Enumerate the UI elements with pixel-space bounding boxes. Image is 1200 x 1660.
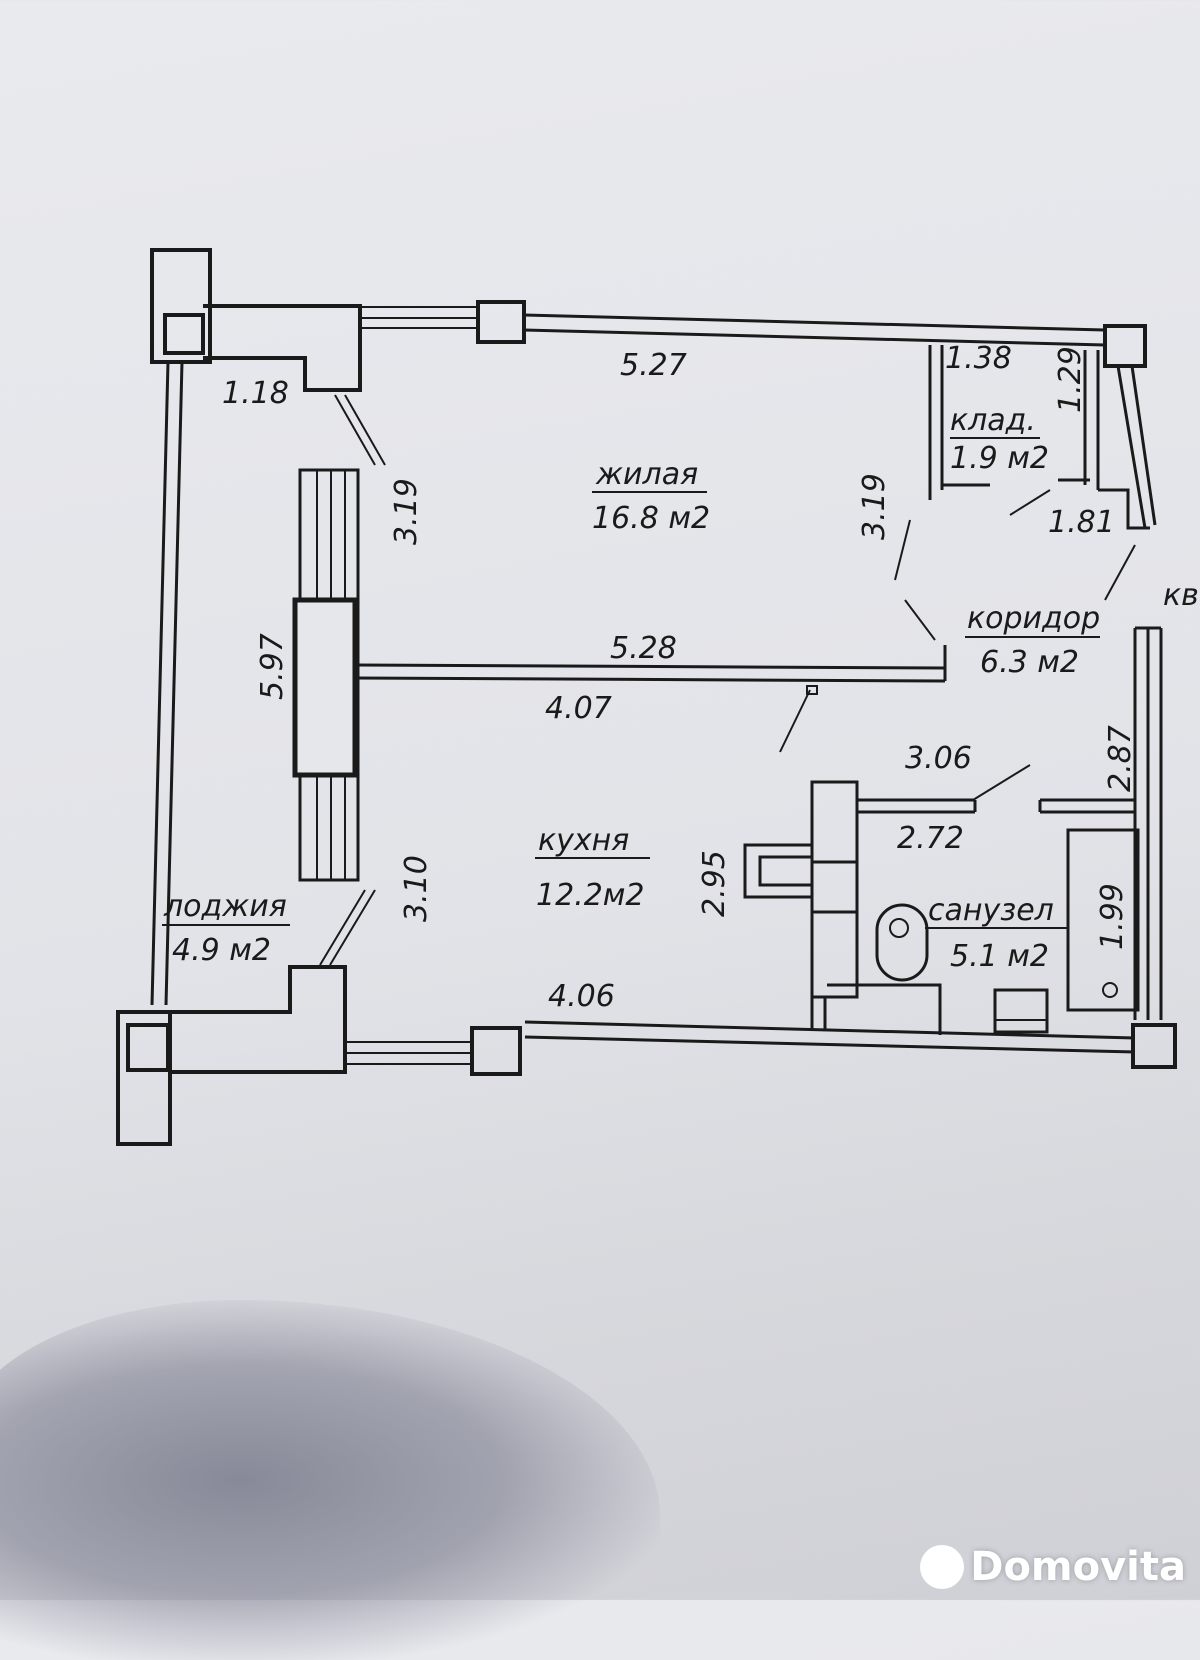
dim-287: 2.87 xyxy=(1103,725,1138,792)
dim-272: 2.72 xyxy=(897,821,964,856)
wall-pier xyxy=(292,597,358,778)
wall-top-1 xyxy=(523,313,1106,332)
door-loggia-1 xyxy=(319,889,366,966)
room-living-area: 16.8 м2 xyxy=(592,501,710,536)
dim-310: 3.10 xyxy=(399,855,434,922)
floor-plan: жилая 16.8 м2 клад. 1.9 м2 коридор 6.3 м… xyxy=(116,248,1199,1146)
column-top-left-inner xyxy=(163,313,205,355)
dim-181: 1.81 xyxy=(1048,505,1115,540)
room-loggia-name: лоджия xyxy=(163,889,287,924)
door-top-left-1 xyxy=(334,394,376,466)
dim-407: 4.07 xyxy=(545,691,612,726)
column-top-right xyxy=(1103,324,1147,368)
dim-597: 5.97 xyxy=(255,633,290,700)
wall-left-1 xyxy=(150,361,170,1006)
room-bathroom-name: санузел xyxy=(928,893,1054,928)
bathtub-drain-icon xyxy=(1102,982,1118,998)
wall-top-2 xyxy=(523,328,1106,347)
column-bottom-left xyxy=(116,1010,172,1146)
door-living-1 xyxy=(894,519,911,581)
label-underlines xyxy=(162,437,1100,929)
bathtub-icon xyxy=(1066,828,1140,1012)
bathroom-shaft-inner xyxy=(758,855,812,887)
bathroom-duct xyxy=(810,780,859,999)
dim-199: 1.99 xyxy=(1095,883,1130,950)
door-living-2 xyxy=(904,599,936,641)
column-bottom-left-inner xyxy=(126,1023,170,1072)
wall-block-bottom-left xyxy=(168,965,347,1074)
dim-406: 4.06 xyxy=(548,979,615,1014)
column-top-middle xyxy=(476,300,526,344)
bathroom-shaft-outer xyxy=(743,843,812,899)
wall-right-upper-2 xyxy=(1130,365,1157,526)
edge-text: кв xyxy=(1163,578,1199,613)
door-top-left-2 xyxy=(344,394,386,466)
door-kitchen xyxy=(779,689,811,753)
door-bathroom xyxy=(972,764,1031,801)
dim-528: 5.28 xyxy=(610,631,677,666)
wall-bottom-2 xyxy=(524,1035,1136,1054)
wall-bottom-1 xyxy=(524,1020,1136,1040)
room-kitchen-name: кухня xyxy=(538,823,629,858)
door-storage xyxy=(1009,489,1051,516)
door-loggia-2 xyxy=(329,889,376,966)
door-kitchen-hinge xyxy=(806,685,818,695)
storage-wall-7 xyxy=(1098,488,1150,530)
dim-527: 5.27 xyxy=(620,348,687,383)
dim-118: 1.18 xyxy=(222,376,289,411)
toilet-seat-icon xyxy=(889,918,909,938)
dim-295: 2.95 xyxy=(697,850,732,917)
column-bottom-middle xyxy=(470,1026,522,1076)
wall-right-upper-1 xyxy=(1116,365,1147,529)
watermark: Domovita xyxy=(920,1544,1186,1590)
dim-319-left: 3.19 xyxy=(389,478,424,545)
domovita-logo-icon xyxy=(920,1545,965,1589)
walls xyxy=(116,248,1177,1146)
dim-306: 3.06 xyxy=(905,741,972,776)
watermark-text: Domovita xyxy=(970,1544,1186,1590)
room-storage-area: 1.9 м2 xyxy=(950,441,1049,476)
sink-icon xyxy=(993,988,1049,1034)
column-bottom-right xyxy=(1131,1023,1177,1069)
wall-block-top-left xyxy=(203,304,362,392)
dim-319-right: 3.19 xyxy=(857,473,892,540)
door-entrance xyxy=(1104,544,1136,601)
room-storage-name: клад. xyxy=(950,403,1036,438)
toilet-icon xyxy=(875,903,929,982)
dim-129: 1.29 xyxy=(1053,346,1088,413)
room-corridor-area: 6.3 м2 xyxy=(980,645,1079,680)
room-loggia-area: 4.9 м2 xyxy=(172,933,271,968)
partition-1 xyxy=(354,663,946,670)
room-bathroom-area: 5.1 м2 xyxy=(950,939,1049,974)
dim-138: 1.38 xyxy=(945,341,1012,376)
wall-left-2 xyxy=(164,361,184,1006)
toilet-tank-icon xyxy=(827,983,942,1035)
partition-2 xyxy=(354,676,946,683)
room-corridor-name: коридор xyxy=(967,601,1100,636)
room-living-name: жилая xyxy=(595,457,698,492)
room-kitchen-area: 12.2м2 xyxy=(536,878,645,913)
